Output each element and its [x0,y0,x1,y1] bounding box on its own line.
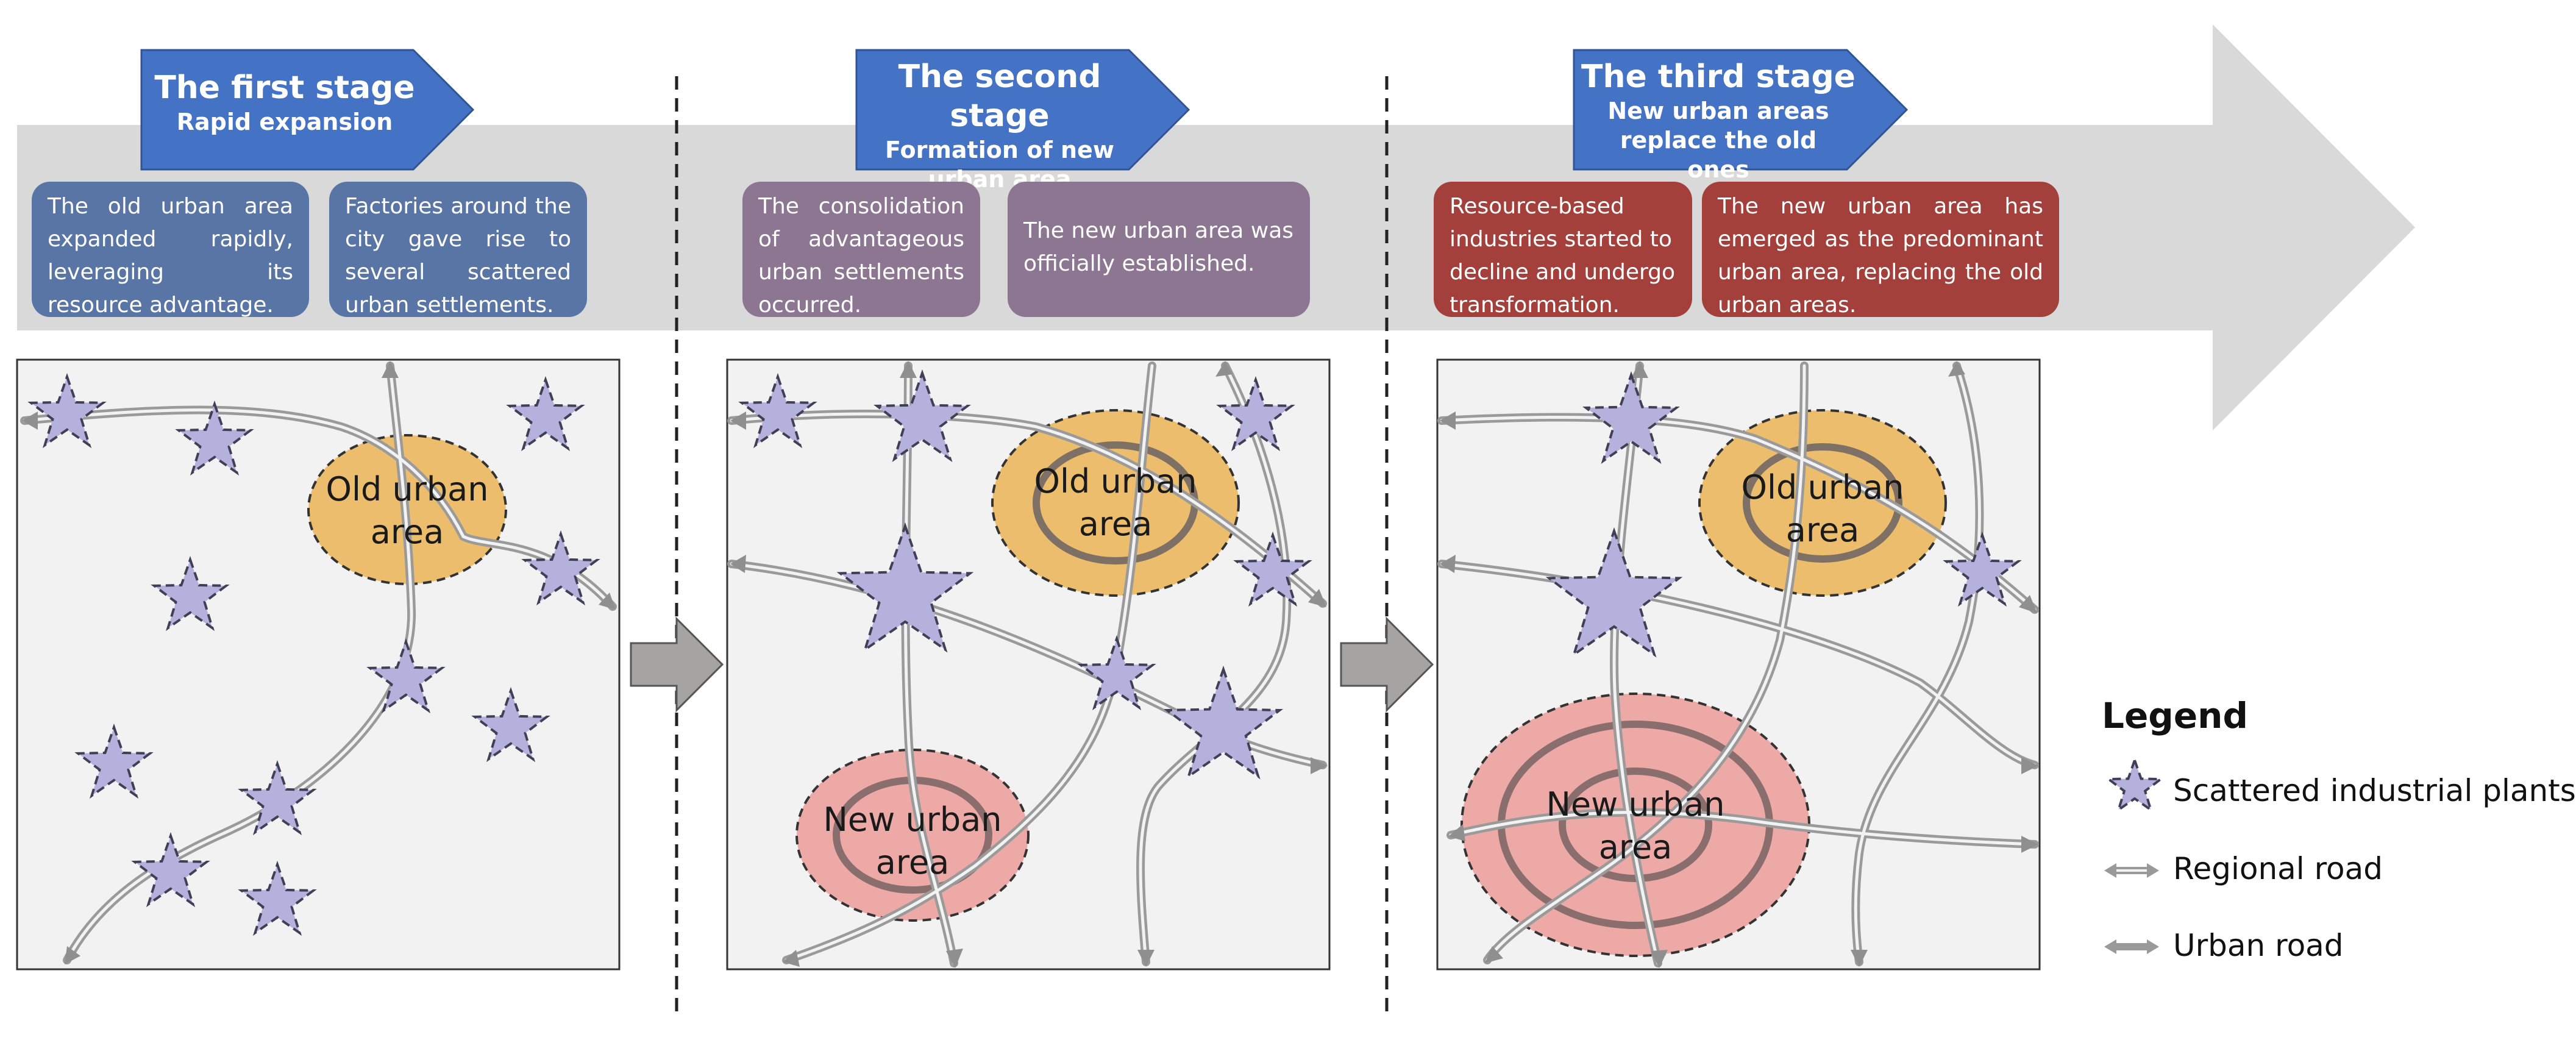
stage-2-description-right: The new urban area was officially establ… [1008,182,1310,317]
new-urban-ring-inner-3 [1559,768,1712,882]
stage-2-arrow [855,49,1190,171]
map-3-content [1437,361,2039,968]
stage-3-header: The third stage New urban areas replace … [1574,57,1863,184]
stage-2-description-left: The consolidation of advantageous urban … [742,182,980,318]
stage-1-subtitle: Rapid expansion [176,109,393,135]
transition-arrow-2 [1340,616,1434,713]
old-urban-area-3 [1698,409,1947,597]
map-panel-1 [16,358,621,971]
stage-3-description-right: The new urban area has emerged as the pr… [1702,182,2059,318]
stage-1-arrow [140,49,475,171]
old-urban-core-ring-3 [1743,443,1902,563]
legend-title: Legend [2102,695,2248,736]
stage-1-title: The first stage [154,69,415,106]
stage-3-subtitle: New urban areas replace the old ones [1607,98,1829,183]
old-urban-area-2 [991,409,1240,597]
legend-star-label: Scattered industrial plants [2173,773,2576,808]
legend-urban-road-label: Urban road [2173,928,2344,963]
old-urban-area-label-2: Old urban area [1034,462,1197,543]
legend-regional-road-label: Regional road [2173,851,2383,886]
stage-2-title: The second stage [898,59,1101,134]
legend-urban-road-icon [2104,939,2159,954]
new-urban-area-label-3: New urban area [1546,785,1725,866]
transition-arrow-1 [630,616,724,713]
stage-3-title: The third stage [1581,59,1856,95]
stage-3-description-left: Resource-based industries started to dec… [1434,182,1692,318]
legend-star-icon [2108,760,2161,811]
stage-1-description-right: Factories around the city gave rise to s… [329,182,587,318]
old-urban-area-label-3: Old urban area [1741,468,1904,549]
old-urban-area-label-1: Old urban area [326,470,489,551]
stage-1-header: The first stage Rapid expansion [141,68,428,137]
stage-1-description-left: The old urban area expanded rapidly, lev… [32,182,309,318]
map-1-content [20,361,617,964]
stage-2-header: The second stage Formation of new urban … [856,57,1143,194]
stage-3-arrow [1573,49,1909,171]
new-urban-area-label-2: New urban area [823,800,1002,882]
map-2-content [727,361,1328,968]
legend-regional-road-icon [2104,863,2159,878]
new-urban-area-2 [795,749,1030,922]
